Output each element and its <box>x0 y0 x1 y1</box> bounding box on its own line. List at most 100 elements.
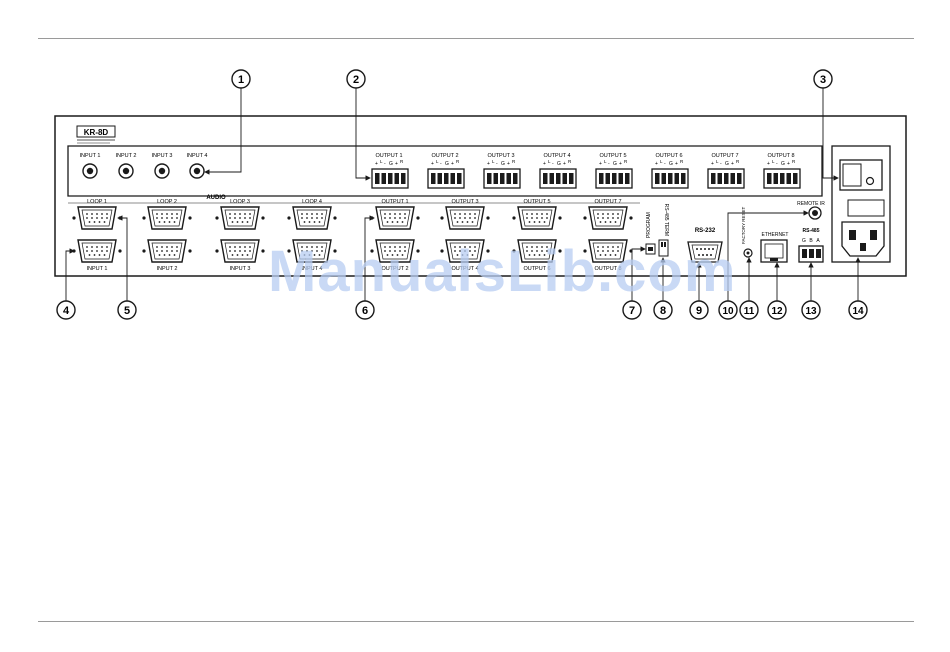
power-switch[interactable] <box>839 159 883 191</box>
callout-marker: 4 <box>56 300 76 320</box>
video-output-connector-label: OUTPUT 8 <box>594 266 621 272</box>
audio-input-jack[interactable] <box>82 163 98 179</box>
brand-model: KR-8D <box>84 128 109 137</box>
callout-marker: 5 <box>117 300 137 320</box>
pin-label: L <box>660 159 663 164</box>
callout-number: 4 <box>63 305 70 317</box>
audio-output-terminal[interactable] <box>539 168 577 189</box>
pin-label: L <box>772 159 775 164</box>
callout-number: 12 <box>771 306 783 317</box>
audio-output-terminal[interactable] <box>371 168 409 189</box>
callout-marker: 8 <box>653 300 673 320</box>
audio-input-label: INPUT 4 <box>187 153 208 159</box>
pin-label: + <box>543 161 546 167</box>
program-switch[interactable] <box>645 243 656 255</box>
pin-label: G <box>445 161 449 167</box>
bottom-rule <box>38 621 914 622</box>
pin-label: L <box>436 159 439 164</box>
audio-input-jack[interactable] <box>154 163 170 179</box>
video-output-connector[interactable] <box>440 239 490 263</box>
power-module <box>831 145 891 263</box>
pin-label: - <box>440 161 442 167</box>
callout-number: 1 <box>238 74 244 86</box>
pin-label: + <box>599 161 602 167</box>
pin-label: G <box>501 161 505 167</box>
audio-output-label: OUTPUT 2 <box>431 153 458 159</box>
video-output-connector[interactable] <box>370 239 420 263</box>
audio-input-label: INPUT 3 <box>152 153 173 159</box>
pin-label: R <box>400 159 404 164</box>
audio-output-terminal[interactable] <box>483 168 521 189</box>
audio-output-terminal[interactable] <box>763 168 801 189</box>
callout-leader <box>355 79 371 181</box>
pin-label: - <box>552 161 554 167</box>
callout-marker: 2 <box>346 69 366 89</box>
video-input-connector-label: INPUT 1 <box>87 266 108 272</box>
video-input-connector-label: INPUT 3 <box>230 266 251 272</box>
audio-input-label: INPUT 1 <box>80 153 101 159</box>
callout-number: 3 <box>820 74 826 86</box>
pin-label: + <box>675 161 678 167</box>
video-input-connector[interactable] <box>287 239 337 263</box>
audio-output-terminal[interactable] <box>427 168 465 189</box>
ethernet-port[interactable] <box>760 239 788 263</box>
video-output-connector-label: OUTPUT 5 <box>523 199 550 205</box>
loop-connector[interactable] <box>287 206 337 230</box>
pin-label: G <box>669 161 673 167</box>
video-output-connector[interactable] <box>512 239 562 263</box>
rs232-port[interactable] <box>687 241 723 263</box>
pin-label: R <box>512 159 516 164</box>
video-input-connector[interactable] <box>215 239 265 263</box>
video-output-connector[interactable] <box>440 206 490 230</box>
pin-label: G <box>557 161 561 167</box>
video-output-connector[interactable] <box>583 239 633 263</box>
video-output-connector[interactable] <box>512 206 562 230</box>
audio-output-terminal[interactable] <box>595 168 633 189</box>
pin-label: R <box>456 159 460 164</box>
pin-label: - <box>664 161 666 167</box>
pin-label: - <box>384 161 386 167</box>
pin-label: - <box>608 161 610 167</box>
pin-label: + <box>451 161 454 167</box>
audio-output-terminal[interactable] <box>651 168 689 189</box>
rs485-pin-a: A <box>816 238 820 244</box>
video-input-connector-label: INPUT 2 <box>157 266 178 272</box>
loop-connector[interactable] <box>142 206 192 230</box>
audio-output-label: OUTPUT 7 <box>711 153 738 159</box>
remote-ir-jack[interactable] <box>808 206 822 220</box>
video-output-connector[interactable] <box>583 206 633 230</box>
audio-input-jack[interactable] <box>118 163 134 179</box>
pin-label: + <box>767 161 770 167</box>
video-input-connector[interactable] <box>72 239 122 263</box>
audio-output-label: OUTPUT 3 <box>487 153 514 159</box>
video-output-connector[interactable] <box>370 206 420 230</box>
video-output-connector-label: OUTPUT 2 <box>381 266 408 272</box>
pin-label: + <box>619 161 622 167</box>
pin-label: + <box>563 161 566 167</box>
pin-label: + <box>431 161 434 167</box>
callout-number: 6 <box>362 305 368 317</box>
audio-input-jack[interactable] <box>189 163 205 179</box>
callout-number: 5 <box>124 305 130 317</box>
video-output-connector-label: OUTPUT 3 <box>451 199 478 205</box>
power-socket[interactable] <box>841 221 885 257</box>
audio-output-terminal[interactable] <box>707 168 745 189</box>
rs485-label: RS-485 <box>803 228 820 234</box>
loop-connector[interactable] <box>215 206 265 230</box>
rs485-terminal-block[interactable] <box>798 245 824 263</box>
loop-connector-label: LOOP 1 <box>87 199 107 205</box>
pin-label: + <box>731 161 734 167</box>
loop-connector[interactable] <box>72 206 122 230</box>
video-input-connector[interactable] <box>142 239 192 263</box>
pin-label: R <box>736 159 740 164</box>
chassis <box>54 115 907 277</box>
pin-label: + <box>487 161 490 167</box>
callout-marker: 12 <box>767 300 787 320</box>
callout-leader <box>364 215 375 310</box>
loop-connector-label: LOOP 2 <box>157 199 177 205</box>
rs485-term-dip-switch[interactable] <box>658 239 669 257</box>
rs485-pin-b: B <box>809 238 813 244</box>
factory-reset-button[interactable] <box>743 248 753 258</box>
program-label: PROGRAM <box>646 212 652 238</box>
rs485-term-label: RS-485 TERM <box>663 204 669 236</box>
